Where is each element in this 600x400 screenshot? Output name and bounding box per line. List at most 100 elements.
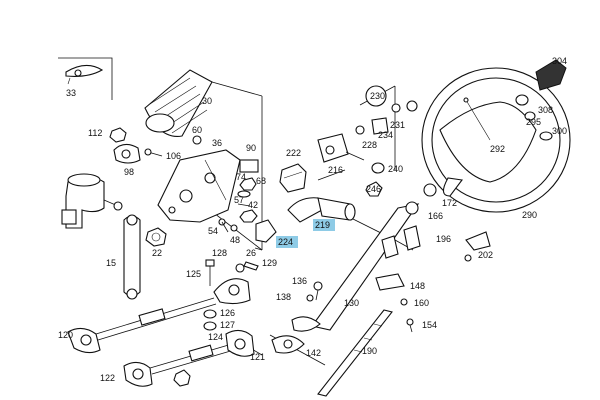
part-129-clip: [243, 261, 259, 271]
label-246: 246: [366, 184, 381, 194]
label-74: 74: [236, 172, 246, 182]
label-142: 142: [306, 348, 321, 358]
part-57-bolt: [237, 203, 251, 207]
label-48: 48: [230, 235, 240, 245]
label-129: 129: [262, 258, 277, 268]
part-120-tie-rod-end: [67, 327, 101, 354]
part-122-tie-rod-end: [123, 361, 153, 387]
part-154-bolt: [406, 318, 414, 333]
part-106-bolt: [144, 148, 163, 157]
label-138: 138: [276, 292, 291, 302]
label-26: 26: [246, 248, 256, 258]
label-106: 106: [166, 151, 181, 161]
part-98-clamp: [113, 143, 141, 164]
label-36: 36: [212, 138, 222, 148]
part-127-washer: [203, 321, 217, 331]
part-304-horn-pad: [535, 59, 567, 91]
label-122: 122: [100, 373, 115, 383]
part-124-nut: [173, 369, 191, 387]
part-tie-rod-upper: [95, 297, 217, 341]
label-166: 166: [428, 211, 443, 221]
label-230: 230: [370, 91, 385, 101]
part-222-connector: [279, 163, 307, 193]
part-240-cap: [371, 162, 385, 174]
part-tie-rod-lower: [149, 343, 235, 375]
part-202-screw: [464, 254, 472, 262]
label-33: 33: [66, 88, 76, 98]
label-234: 234: [378, 130, 393, 140]
part-126-nut: [203, 309, 217, 319]
label-228: 228: [362, 140, 377, 150]
label-222: 222: [286, 148, 301, 158]
part-90-block: [239, 159, 259, 173]
label-128: 128: [212, 248, 227, 258]
label-126: 126: [220, 308, 235, 318]
part-128-bolt: [205, 259, 215, 286]
part-196-lever: [465, 231, 491, 251]
label-304: 304: [552, 56, 567, 66]
part-300-washer: [539, 131, 553, 141]
label-125: 125: [186, 269, 201, 279]
label-190: 190: [362, 346, 377, 356]
label-202: 202: [478, 250, 493, 260]
label-295: 295: [526, 117, 541, 127]
part-190-shaft: [317, 309, 393, 397]
part-136-bolt: [313, 281, 323, 301]
label-216: 216: [328, 165, 343, 175]
part-steering-gear: [61, 173, 123, 229]
label-196: 196: [436, 234, 451, 244]
part-22-nut: [145, 227, 167, 247]
label-121: 121: [250, 352, 265, 362]
label-42: 42: [248, 200, 258, 210]
label-308: 308: [538, 105, 553, 115]
label-30: 30: [202, 96, 212, 106]
part-160-nut: [400, 298, 408, 306]
label-90: 90: [246, 143, 256, 153]
part-48-washer: [230, 224, 238, 232]
part-42-nut: [239, 209, 258, 223]
part-246-nut: [365, 181, 383, 197]
part-148-bracket: [375, 273, 405, 291]
inset-frame: [58, 57, 113, 100]
part-tie-rod-end-right: [213, 278, 251, 305]
part-216-switch: [317, 133, 365, 163]
part-60-washer: [192, 135, 202, 145]
part-15-pitman-arm: [123, 214, 141, 300]
label-120: 120: [58, 330, 73, 340]
part-166-sleeve: [405, 201, 419, 215]
part-295-ring: [524, 111, 536, 121]
label-98: 98: [124, 167, 134, 177]
part-121-tie-rod-end: [225, 329, 255, 357]
label-224: 224: [278, 237, 293, 247]
label-136: 136: [292, 276, 307, 286]
label-130: 130: [344, 298, 359, 308]
part-26-ballstud: [235, 263, 245, 273]
part-142-flange: [271, 316, 321, 354]
label-300: 300: [552, 126, 567, 136]
label-124: 124: [208, 332, 223, 342]
part-33-clip: [65, 64, 104, 85]
part-74-washer: [237, 190, 251, 198]
part-68-nut: [239, 177, 257, 191]
part-224-clamp: [255, 219, 277, 243]
part-219-tie-rod-end: [287, 197, 356, 223]
highlight-219: [313, 219, 335, 231]
label-172: 172: [442, 198, 457, 208]
part-36-bracket: [157, 149, 241, 223]
part-54-bolt: [218, 218, 229, 233]
part-172-bearing: [423, 183, 437, 197]
label-57: 57: [234, 195, 244, 205]
part-138-washer: [306, 294, 314, 302]
label-292: 292: [490, 144, 505, 154]
label-154: 154: [422, 320, 437, 330]
label-240: 240: [388, 164, 403, 174]
label-22: 22: [152, 248, 162, 258]
label-290: 290: [522, 210, 537, 220]
label-112: 112: [88, 128, 102, 138]
part-308-cap: [515, 94, 529, 106]
highlight-224: [276, 236, 298, 248]
label-231: 231: [390, 120, 405, 130]
part-30-boot: [144, 69, 213, 137]
part-290-steering-wheel: [421, 67, 571, 213]
part-112-nut: [109, 127, 127, 143]
